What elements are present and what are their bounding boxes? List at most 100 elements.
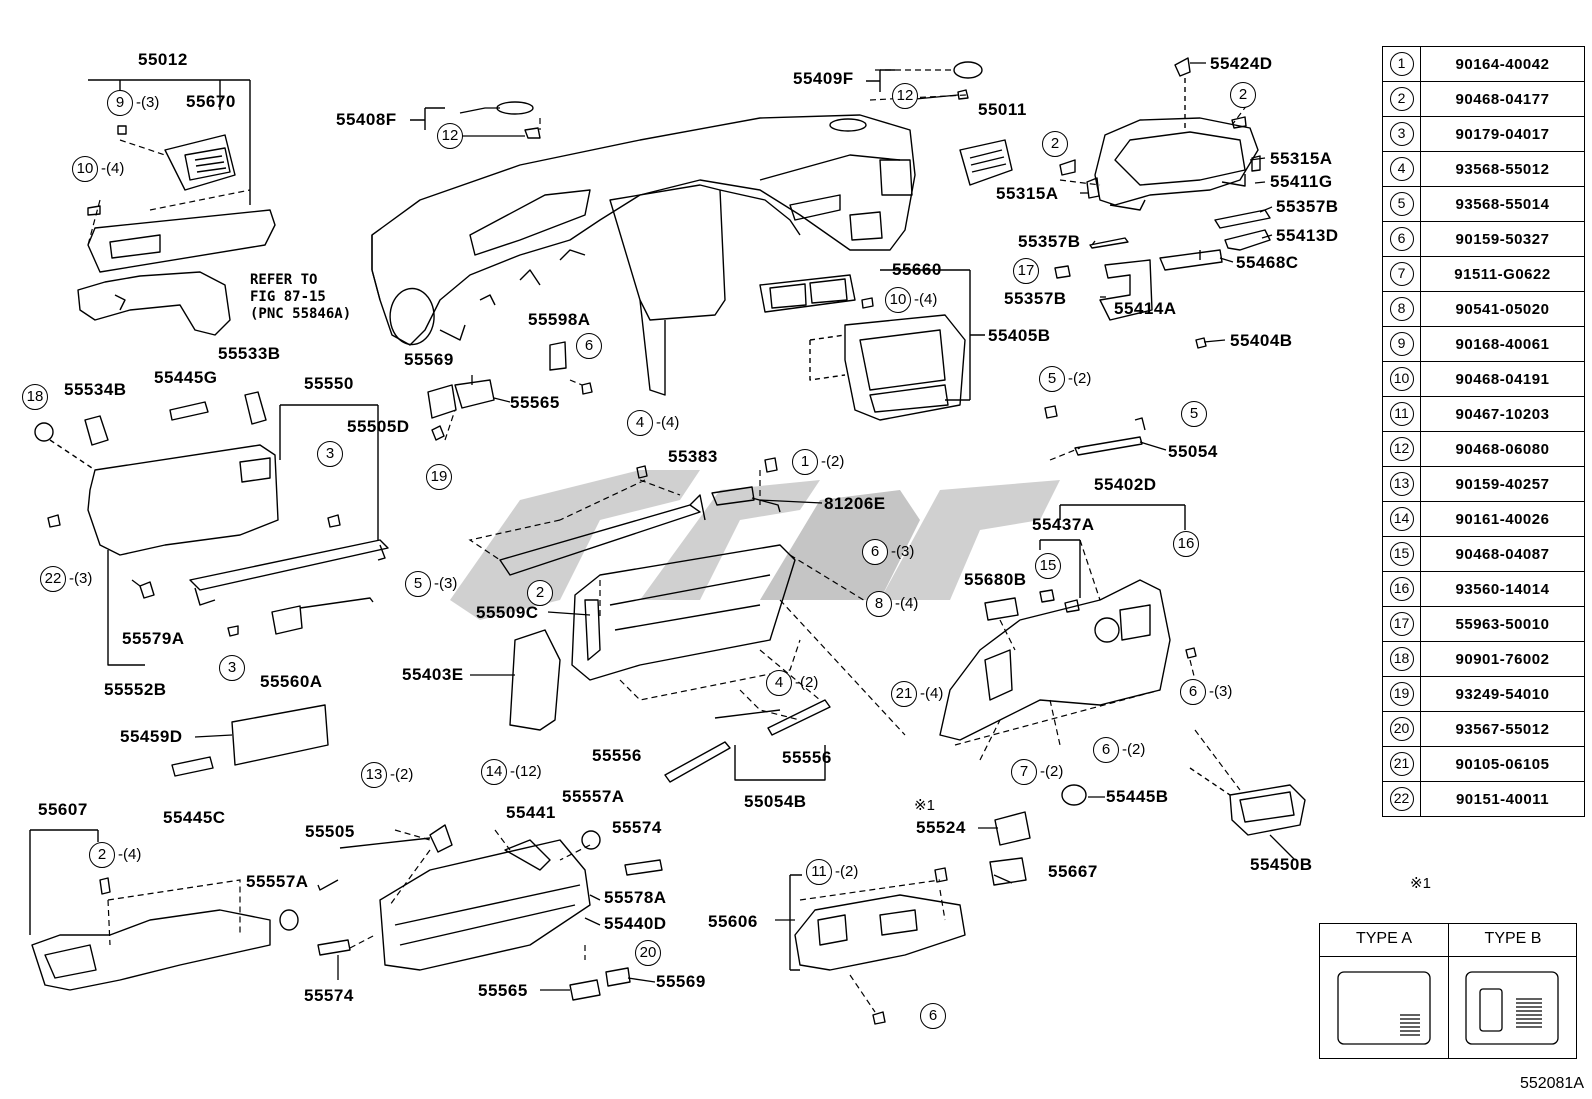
reference-index-cell: 19 [1382, 676, 1421, 712]
label-55357B-bottom: 55357B [1004, 289, 1067, 308]
callout-21: 21 [891, 681, 917, 707]
reference-index-cell: 14 [1382, 501, 1421, 537]
cluster-hood [1094, 57, 1259, 211]
reference-part-number: 91511-G0622 [1420, 256, 1585, 292]
reference-index-cell: 22 [1382, 781, 1421, 817]
label-55509C: 55509C [476, 603, 539, 622]
callout-5a: 5 [1039, 366, 1065, 392]
reference-index-bubble: 6 [1389, 227, 1414, 251]
label-55557A-right: 55557A [562, 787, 625, 806]
label-55402D: 55402D [1094, 475, 1157, 494]
qty-8: -(4) [895, 595, 919, 612]
reference-index-bubble: 2 [1389, 87, 1414, 111]
callout-18: 18 [22, 384, 48, 410]
callout-15: 15 [1035, 553, 1061, 579]
label-55445B: 55445B [1106, 787, 1169, 806]
qty-5c: -(3) [434, 575, 458, 592]
label-55424D: 55424D [1210, 54, 1273, 73]
label-55552B: 55552B [104, 680, 167, 699]
reference-index-cell: 7 [1382, 256, 1421, 292]
reference-index-cell: 15 [1382, 536, 1421, 572]
reference-index-cell: 5 [1382, 186, 1421, 222]
label-55550: 55550 [304, 374, 354, 393]
label-55667: 55667 [1048, 862, 1098, 881]
reference-index-cell: 10 [1382, 361, 1421, 397]
note-mark: ※1 [914, 797, 935, 814]
qty-11: -(2) [835, 863, 859, 880]
callout-12a: 12 [437, 123, 463, 149]
callout-1: 1 [792, 449, 818, 475]
callout-2c: 2 [527, 580, 553, 606]
type-box-divider [1448, 924, 1449, 1058]
callout-9: 9 [107, 90, 133, 116]
reference-index-cell: 11 [1382, 396, 1421, 432]
qty-4a: -(4) [656, 414, 680, 431]
label-55414A: 55414A [1114, 299, 1177, 318]
reference-part-number: 90901-76002 [1420, 641, 1585, 677]
reference-index-cell: 8 [1382, 291, 1421, 327]
reference-index-bubble: 10 [1389, 367, 1414, 391]
reference-part-number: 90151-40011 [1420, 781, 1585, 817]
reference-index-bubble: 15 [1389, 542, 1414, 566]
callout-3b: 3 [219, 655, 245, 681]
reference-part-number: 90164-40042 [1420, 46, 1585, 82]
qty-4b: -(2) [795, 674, 819, 691]
right-trims [1054, 116, 1271, 349]
qty-1: -(2) [821, 453, 845, 470]
callout-10b: 10 [885, 287, 911, 313]
reference-index-cell: 16 [1382, 571, 1421, 607]
label-55450B: 55450B [1250, 855, 1313, 874]
reference-part-number: 90468-04087 [1420, 536, 1585, 572]
label-55315A-right: 55315A [1270, 149, 1333, 168]
reference-index-cell: 18 [1382, 641, 1421, 677]
callout-4b: 4 [766, 670, 792, 696]
callout-6e: 6 [920, 1003, 946, 1029]
callout-2d: 2 [89, 842, 115, 868]
reference-part-number: 90159-40257 [1420, 466, 1585, 502]
reference-index-cell: 20 [1382, 711, 1421, 747]
reference-part-number: 90161-40026 [1420, 501, 1585, 537]
reference-index-cell: 17 [1382, 606, 1421, 642]
reference-part-number: 90467-10203 [1420, 396, 1585, 432]
qty-7: -(2) [1040, 763, 1064, 780]
label-55556-left: 55556 [592, 746, 642, 765]
label-55357B-right: 55357B [1276, 197, 1339, 216]
left-lower-panel [34, 391, 341, 599]
qty-10a: -(4) [101, 160, 125, 177]
reference-index-cell: 12 [1382, 431, 1421, 467]
reference-part-number: 90468-04191 [1420, 361, 1585, 397]
reference-part-number: 93568-55014 [1420, 186, 1585, 222]
reference-index-bubble: 12 [1389, 437, 1414, 461]
reference-part-number: 90541-05020 [1420, 291, 1585, 327]
label-55534B: 55534B [64, 380, 127, 399]
callout-8: 8 [866, 591, 892, 617]
reference-index-bubble: 7 [1389, 262, 1414, 286]
reference-part-number: 90468-04177 [1420, 81, 1585, 117]
reference-index-bubble: 21 [1389, 752, 1414, 776]
callout-5b: 5 [1181, 401, 1207, 427]
type-box: TYPE A TYPE B [1319, 923, 1577, 1059]
reference-index-bubble: 5 [1389, 192, 1414, 216]
reference-index-bubble: 20 [1389, 717, 1414, 741]
callout-14: 14 [481, 759, 507, 785]
label-55011: 55011 [978, 100, 1027, 119]
reference-index-bubble: 19 [1389, 682, 1414, 706]
reference-part-number: 90179-04017 [1420, 116, 1585, 152]
label-55411G: 55411G [1270, 172, 1333, 191]
callout-6d: 6 [1093, 737, 1119, 763]
label-55505: 55505 [305, 822, 355, 841]
label-55445G: 55445G [154, 368, 218, 387]
qty-9: -(3) [136, 94, 160, 111]
